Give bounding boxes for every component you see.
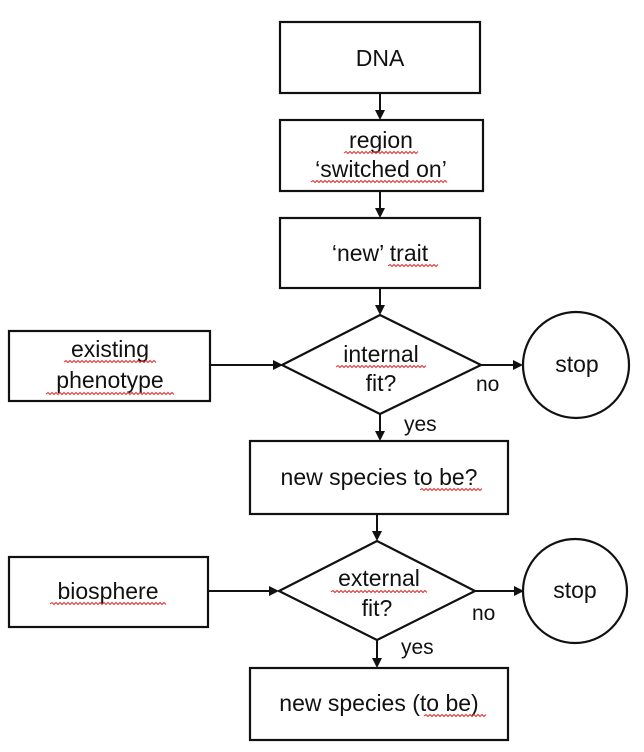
spellcheck-squiggle <box>423 713 487 718</box>
node-external-fit-label-line2: fit? <box>362 595 393 621</box>
node-new-species-question: new species to be? <box>248 439 510 516</box>
node-biosphere-label: biosphere <box>57 578 158 604</box>
node-dna: DNA <box>278 20 482 95</box>
node-internal-fit-label-line1: internal <box>343 341 418 367</box>
spellcheck-squiggle <box>63 359 157 364</box>
node-new-species-final: new species (to be) <box>248 666 510 742</box>
node-internal-fit-label-line2: fit? <box>366 370 397 396</box>
spellcheck-squiggle <box>343 150 419 155</box>
node-internal-fit: internal fit? <box>279 313 484 416</box>
edge-label-internal-yes: yes <box>404 413 437 436</box>
node-new-trait: ‘new’ trait <box>278 216 482 290</box>
node-existing-phenotype-label-line1: existing <box>71 336 149 362</box>
spellcheck-squiggle <box>49 601 167 606</box>
spellcheck-squiggle <box>419 487 483 492</box>
node-region-label-line1: region <box>349 127 413 153</box>
spellcheck-squiggle <box>387 263 439 268</box>
edge-label-internal-no: no <box>476 373 499 396</box>
spellcheck-squiggle <box>310 179 448 184</box>
edge-label-external-yes: yes <box>401 636 434 659</box>
node-external-fit: external fit? <box>276 539 478 642</box>
node-existing-phenotype: existing phenotype <box>7 329 212 403</box>
node-new-species-final-label: new species (to be) <box>279 690 478 716</box>
node-dna-label: DNA <box>356 45 405 71</box>
node-new-species-question-label: new species to be? <box>281 464 478 490</box>
connectors <box>208 93 524 668</box>
node-stop-external-label: stop <box>553 577 596 603</box>
node-region-label-line2: ‘switched on’ <box>315 156 447 182</box>
node-stop-internal: stop <box>521 310 631 420</box>
node-stop-external: stop <box>521 537 629 645</box>
node-new-trait-label: ‘new’ trait <box>332 240 429 266</box>
spellcheck-squiggle <box>335 364 427 369</box>
node-stop-internal-label: stop <box>555 351 598 377</box>
node-existing-phenotype-label-line2: phenotype <box>56 367 163 393</box>
spellcheck-squiggle <box>330 589 428 594</box>
spellcheck-squiggle <box>45 391 175 396</box>
node-biosphere: biosphere <box>7 555 210 629</box>
node-region-switched-on: region ‘switched on’ <box>278 118 485 193</box>
edge-label-external-no: no <box>472 602 495 625</box>
node-external-fit-label-line1: external <box>338 565 420 591</box>
